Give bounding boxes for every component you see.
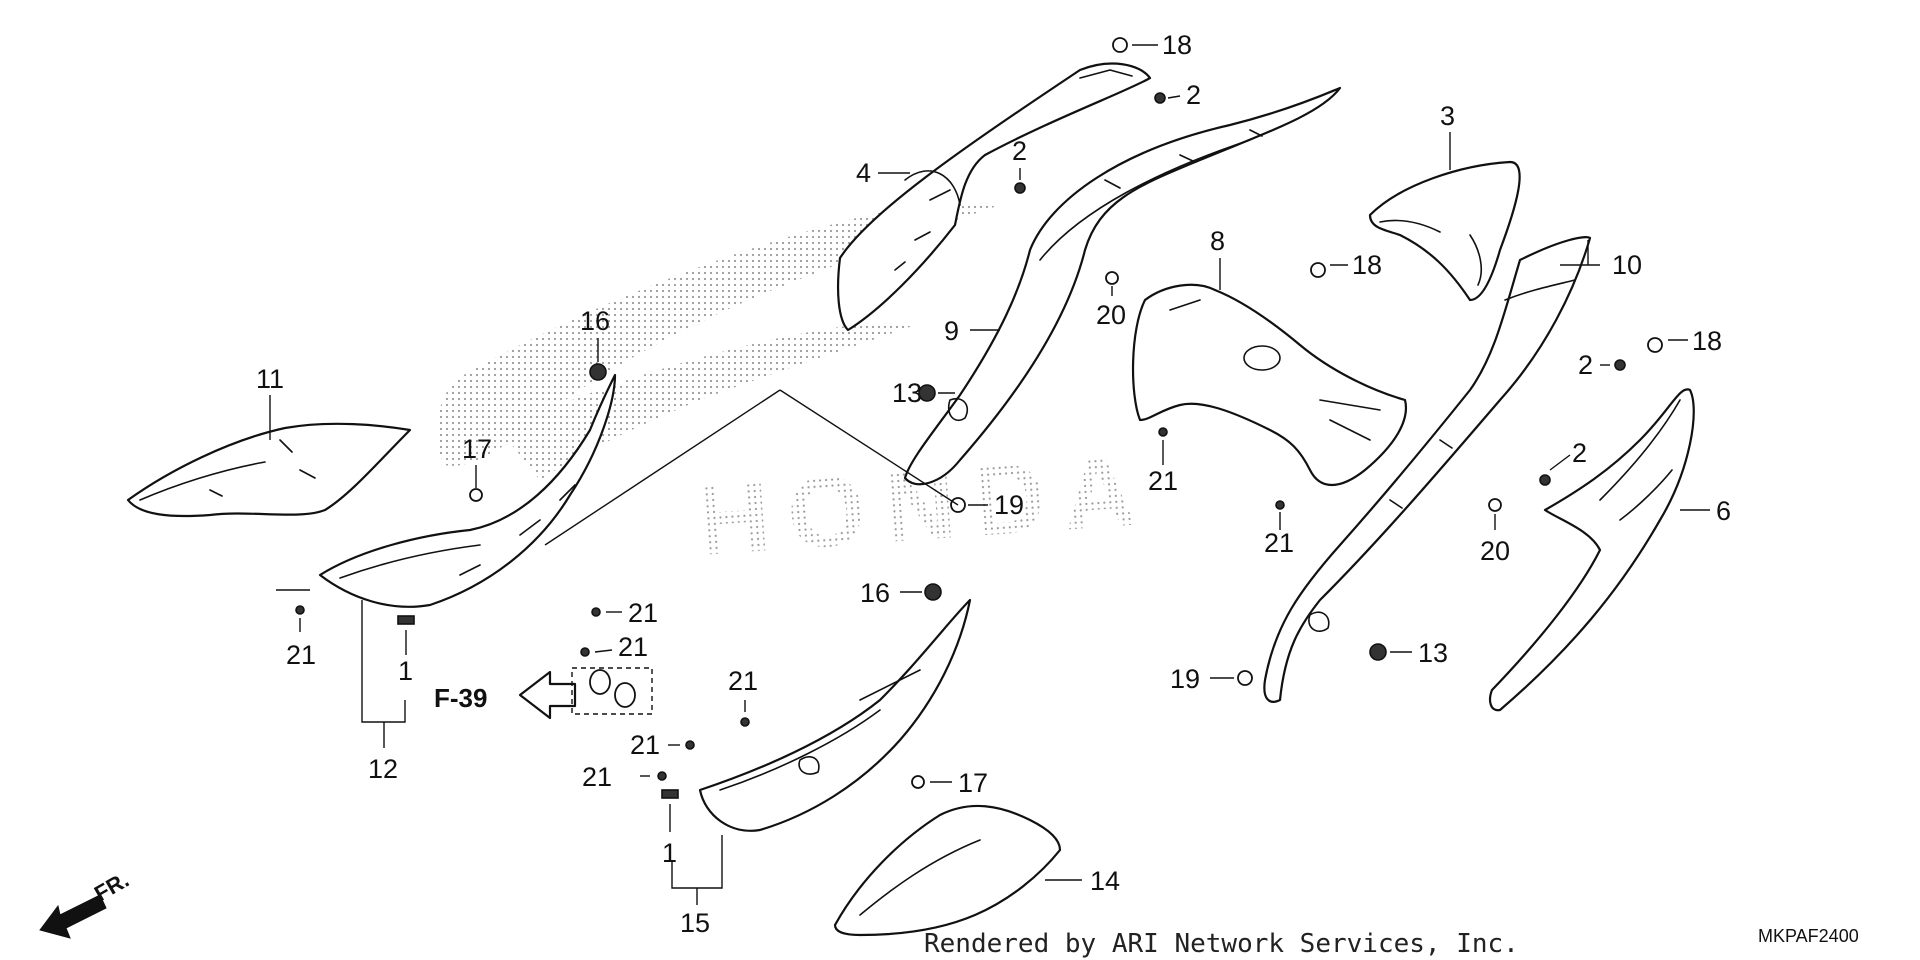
callout-12[interactable]: 12 [368,754,398,784]
callout-21-d[interactable]: 21 [630,730,660,760]
callout-21-left[interactable]: 21 [286,640,316,670]
clip-1-low[interactable] [661,789,679,799]
grommet-pair-b[interactable] [614,682,636,708]
callout-1-low[interactable]: 1 [662,838,677,868]
clip-21-b[interactable] [580,647,590,657]
callout-8[interactable]: 8 [1210,226,1225,256]
callout-21-c[interactable]: 21 [728,666,758,696]
screw-17-right[interactable] [911,775,925,789]
grommet-pair-a[interactable] [589,669,611,695]
part-9-side-rail[interactable] [903,86,1342,486]
callout-2-mid[interactable]: 2 [1012,136,1027,166]
grommet-13-right[interactable] [1369,643,1387,661]
clip-2-right-low[interactable] [1539,474,1551,486]
callout-20-right[interactable]: 20 [1480,536,1510,566]
part-11-left-cowl[interactable] [126,422,412,518]
screw-18-top[interactable] [1112,37,1128,53]
callout-11[interactable]: 11 [256,364,284,394]
grommet-16-low[interactable] [924,583,942,601]
callout-2-top[interactable]: 2 [1186,80,1201,110]
callout-10[interactable]: 10 [1612,250,1642,280]
callout-labels: 18 2 2 4 3 8 18 20 9 13 19 21 21 10 18 2… [256,30,1731,938]
callout-21-a[interactable]: 21 [628,598,658,628]
callout-17-right[interactable]: 17 [958,768,988,798]
callout-6[interactable]: 6 [1716,496,1731,526]
callout-13-left[interactable]: 13 [892,378,922,408]
clip-1-left[interactable] [397,615,415,625]
callout-9[interactable]: 9 [944,316,959,346]
callout-18-center[interactable]: 18 [1352,250,1382,280]
front-direction-arrow [39,894,107,939]
callout-1-left[interactable]: 1 [398,656,413,686]
callout-2-right-low[interactable]: 2 [1572,438,1587,468]
clip-21-center-low[interactable] [1275,500,1285,510]
callout-18-top[interactable]: 18 [1162,30,1192,60]
screw-18-right[interactable] [1647,337,1663,353]
callout-18-right[interactable]: 18 [1692,326,1722,356]
clip-2-right-top[interactable] [1614,359,1626,371]
clip-21-a[interactable] [591,607,601,617]
callout-14[interactable]: 14 [1090,866,1120,896]
fasteners [295,37,1663,799]
callout-19-right[interactable]: 19 [1170,664,1200,694]
callout-3[interactable]: 3 [1440,101,1455,131]
clip-21-c[interactable] [740,717,750,727]
clip-21-e[interactable] [657,771,667,781]
diagram-code: MKPAF2400 [1758,926,1859,946]
callout-16-top[interactable]: 16 [580,306,610,336]
grommet-13-left[interactable] [918,384,936,402]
callout-21-center[interactable]: 21 [1148,466,1178,496]
part-14-bottom-cover[interactable] [833,804,1062,937]
callout-2-right-top[interactable]: 2 [1578,350,1593,380]
clip-21-d[interactable] [685,740,695,750]
callout-17-left[interactable]: 17 [462,434,492,464]
callout-13-right[interactable]: 13 [1418,638,1448,668]
part-8-inner-bracket[interactable] [1131,283,1408,486]
clip-21-center[interactable] [1158,427,1168,437]
part-15-lower-cover[interactable] [698,598,972,832]
clip-2-top[interactable] [1154,92,1166,104]
grommet-16-top[interactable] [589,363,607,381]
callout-15[interactable]: 15 [680,908,710,938]
callout-20-left[interactable]: 20 [1096,300,1126,330]
bolt-19-right[interactable] [1237,670,1253,686]
f39-reference-label[interactable]: F-39 [434,683,487,713]
callout-21-b[interactable]: 21 [618,632,648,662]
screw-18-center[interactable] [1310,262,1326,278]
callout-4[interactable]: 4 [856,158,871,188]
callout-21-e[interactable]: 21 [582,762,612,792]
part-6-rear-cover[interactable] [1489,388,1695,712]
grommet-20-right[interactable] [1488,498,1502,512]
render-credit: Rendered by ARI Network Services, Inc. [924,929,1519,959]
grommet-20-left[interactable] [1105,271,1119,285]
callout-16-low[interactable]: 16 [860,578,890,608]
f39-reference-arrow[interactable] [518,667,653,720]
part-10-right-rail[interactable] [1263,236,1592,703]
clip-21-left[interactable] [295,605,305,615]
screw-17-left[interactable] [469,488,483,502]
leader-lines [269,44,1710,905]
callout-21-center-low[interactable]: 21 [1264,528,1294,558]
part-3-seat-cowl[interactable] [1368,160,1521,302]
callout-19-left[interactable]: 19 [994,490,1024,520]
clip-2-mid[interactable] [1014,182,1026,194]
part-4-upper-cowl[interactable] [836,62,1152,332]
part-12-side-bracket[interactable] [318,373,617,608]
